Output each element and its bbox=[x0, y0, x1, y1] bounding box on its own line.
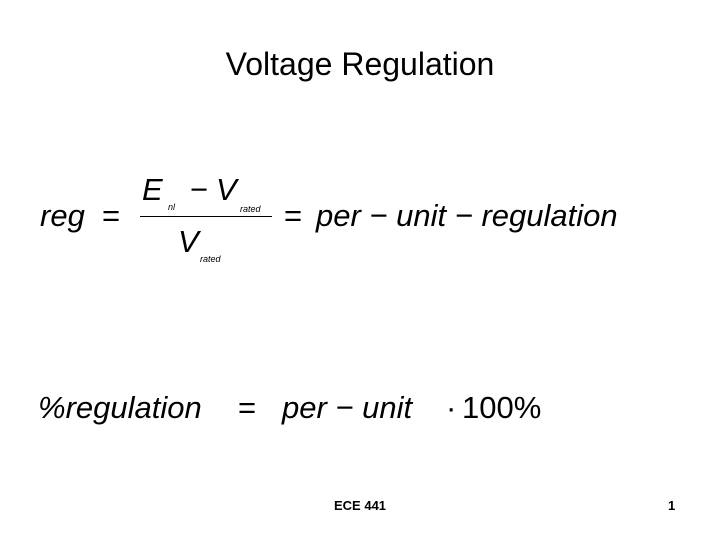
denominator-v-subscript: rated bbox=[200, 254, 221, 264]
numerator-v-subscript: rated bbox=[240, 204, 261, 214]
slide-title: Voltage Regulation bbox=[225, 46, 495, 82]
numerator-e: E bbox=[142, 172, 163, 207]
regulation-equation: reg = E nl − V rated V rated = per − uni… bbox=[40, 168, 700, 278]
percent-regulation-symbol: %regulation bbox=[38, 390, 202, 425]
footer-course: ECE 441 bbox=[334, 498, 387, 513]
equals-sign: = bbox=[102, 198, 121, 233]
multiply-dot: · bbox=[446, 390, 457, 425]
denominator-v: V bbox=[178, 224, 199, 259]
numerator-e-subscript: nl bbox=[168, 202, 176, 212]
percent-regulation-equation: %regulation = per − unit · 100% bbox=[38, 390, 658, 434]
equals-sign-2: = bbox=[284, 198, 303, 233]
hundred-percent: 100% bbox=[462, 390, 542, 425]
page-number: 1 bbox=[668, 498, 676, 513]
equals-sign-3: = bbox=[238, 390, 257, 425]
fraction-bar bbox=[140, 216, 272, 217]
per-unit-term: per − unit bbox=[282, 390, 413, 425]
reg-symbol: reg bbox=[40, 198, 85, 233]
per-unit-regulation: per − unit − regulation bbox=[316, 198, 618, 233]
numerator-v: V bbox=[216, 172, 237, 207]
minus-sign: − bbox=[190, 172, 209, 207]
